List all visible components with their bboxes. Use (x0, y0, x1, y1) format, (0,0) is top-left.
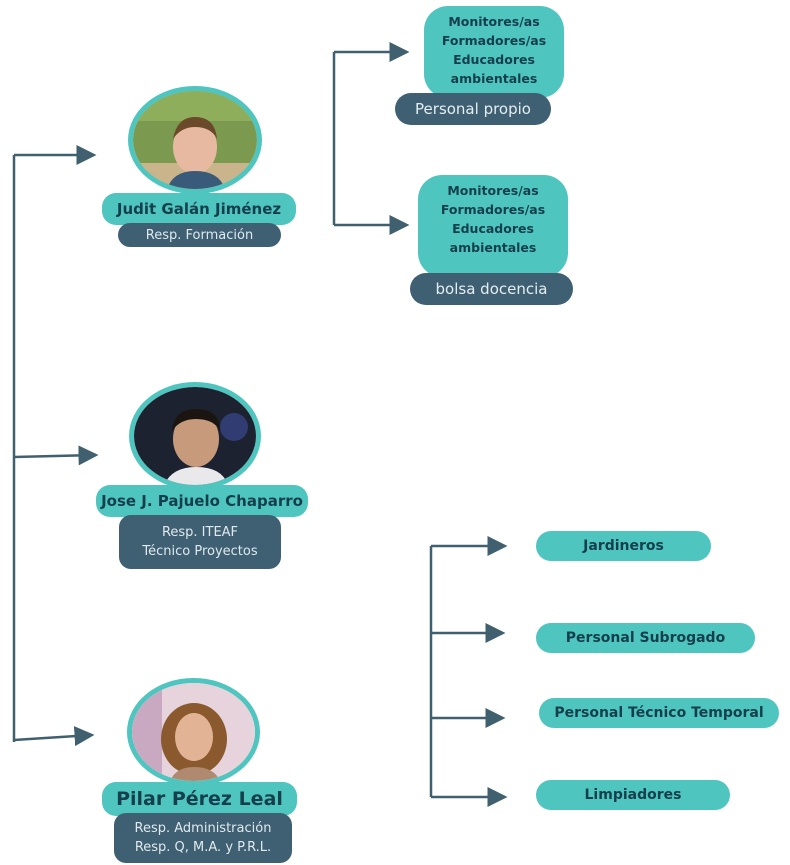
role-line: Resp. Formación (145, 227, 254, 243)
name-pill-jose: Jose J. Pajuelo Chaparro (96, 485, 308, 517)
avatar-pilar (127, 678, 260, 786)
staff-label: Personal Subrogado (565, 630, 726, 646)
group-line: Educadores (453, 52, 535, 67)
person-name: Jose J. Pajuelo Chaparro (101, 492, 303, 510)
staff-pill-temporal: Personal Técnico Temporal (539, 698, 779, 728)
group-line: Educadores (452, 221, 534, 236)
name-pill-judit: Judit Galán Jiménez (102, 193, 296, 225)
group-sub-label: Personal propio (415, 100, 531, 118)
group-sub-label: bolsa docencia (435, 280, 548, 298)
group-box-2: Monitores/as Formadores/as Educadores am… (418, 175, 568, 277)
staff-pill-subrogado: Personal Subrogado (536, 623, 755, 653)
role-pill-pilar: Resp. Administración Resp. Q, M.A. y P.R… (114, 813, 292, 863)
staff-pill-limpiadores: Limpiadores (536, 780, 730, 810)
staff-pill-jardineros: Jardineros (536, 531, 711, 561)
person-name: Judit Galán Jiménez (116, 200, 282, 218)
role-pill-jose: Resp. ITEAF Técnico Proyectos (119, 515, 281, 569)
group-line: Monitores/as (448, 14, 540, 29)
name-pill-pilar: Pilar Pérez Leal (102, 782, 297, 816)
role-line: Técnico Proyectos (142, 544, 258, 559)
group-line: Formadores/as (441, 33, 547, 48)
avatar-judit (128, 86, 262, 194)
arrow-to-jose (13, 445, 99, 466)
staff-label: Personal Técnico Temporal (554, 705, 764, 721)
avatar-jose (129, 382, 261, 490)
group-line: ambientales (450, 71, 538, 86)
role-line: Resp. ITEAF (161, 525, 239, 540)
person-name: Pilar Pérez Leal (116, 788, 283, 810)
group-sub-1: Personal propio (395, 93, 551, 125)
staff-label: Jardineros (583, 538, 664, 554)
group-line: Formadores/as (440, 202, 546, 217)
role-pill-judit: Resp. Formación (118, 223, 281, 247)
group-line: Monitores/as (447, 183, 539, 198)
group-box-1: Monitores/as Formadores/as Educadores am… (424, 6, 564, 98)
role-line: Resp. Q, M.A. y P.R.L. (134, 840, 272, 855)
group-sub-2: bolsa docencia (410, 273, 573, 305)
arrow-to-pilar (13, 726, 95, 747)
role-line: Resp. Administración (134, 821, 272, 836)
staff-label: Limpiadores (584, 787, 682, 803)
group-line: ambientales (449, 240, 537, 255)
